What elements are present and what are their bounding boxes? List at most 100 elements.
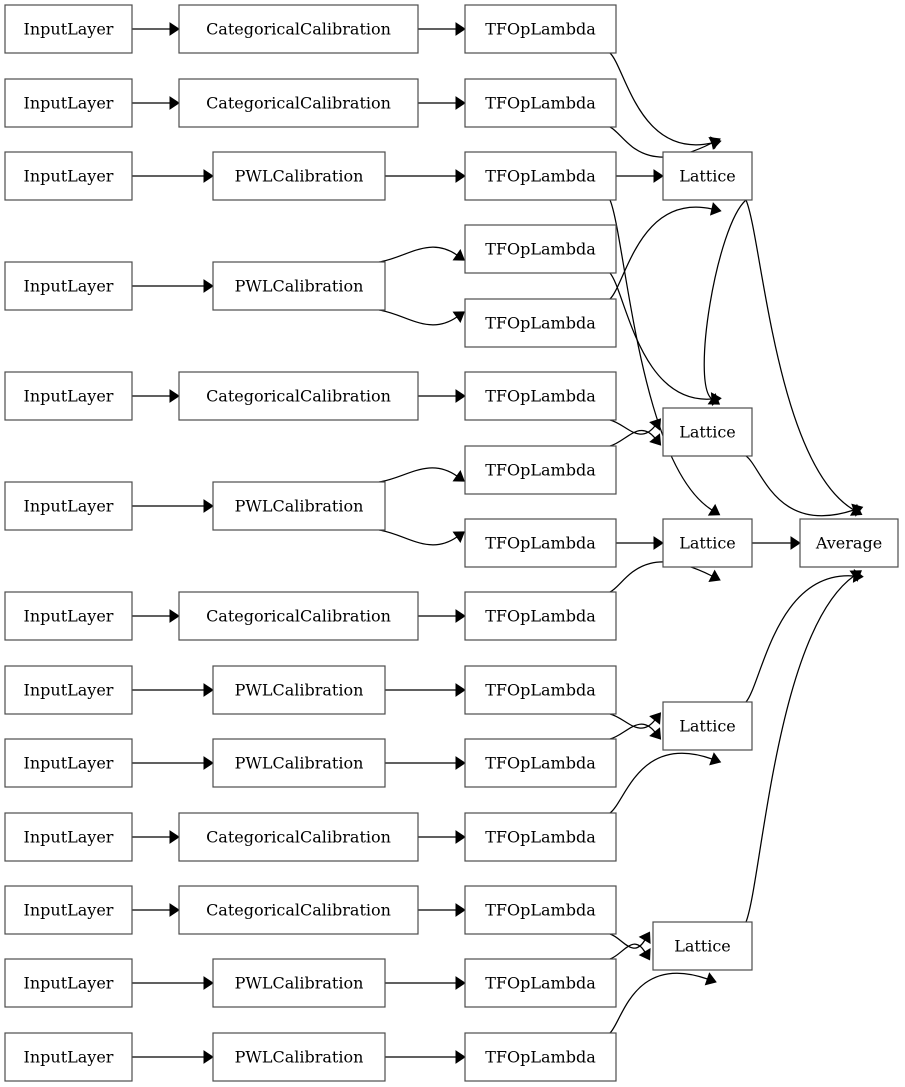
node-categorical-calibration-cal7[interactable]: CategoricalCalibration	[178, 591, 419, 641]
node-categorical-calibration-cal10[interactable]: CategoricalCalibration	[178, 812, 419, 862]
node-tfop-lambda-op7[interactable]: TFOpLambda	[464, 445, 617, 495]
node-tfop-lambda-op10[interactable]: TFOpLambda	[464, 665, 617, 715]
node-pwlcalibration-cal8[interactable]: PWLCalibration	[212, 665, 386, 715]
node-label: CategoricalCalibration	[206, 94, 391, 113]
node-input-layer-in11[interactable]: InputLayer	[4, 885, 133, 935]
arrowhead-icon	[452, 470, 465, 482]
edge-op12-to-lat4	[609, 752, 722, 814]
node-categorical-calibration-cal5[interactable]: CategoricalCalibration	[178, 371, 419, 421]
node-input-layer-in6[interactable]: InputLayer	[4, 481, 133, 531]
node-input-layer-in9[interactable]: InputLayer	[4, 738, 133, 788]
node-box	[464, 298, 617, 348]
edge-op5-to-lat1	[609, 202, 722, 300]
node-box	[662, 701, 753, 751]
node-tfop-lambda-op2[interactable]: TFOpLambda	[464, 78, 617, 128]
node-tfop-lambda-op8[interactable]: TFOpLambda	[464, 518, 617, 568]
node-lattice-lat4[interactable]: Lattice	[662, 701, 753, 751]
node-categorical-calibration-cal11[interactable]: CategoricalCalibration	[178, 885, 419, 935]
node-average-avg[interactable]: Average	[799, 518, 899, 568]
node-input-layer-in4[interactable]: InputLayer	[4, 261, 133, 311]
node-input-layer-in7[interactable]: InputLayer	[4, 591, 133, 641]
node-lattice-lat3[interactable]: Lattice	[662, 518, 753, 568]
node-tfop-lambda-op6[interactable]: TFOpLambda	[464, 371, 617, 421]
node-label: CategoricalCalibration	[206, 20, 391, 39]
node-label: PWLCalibration	[235, 497, 364, 516]
node-pwlcalibration-cal12[interactable]: PWLCalibration	[212, 958, 386, 1008]
node-tfop-lambda-op13[interactable]: TFOpLambda	[464, 885, 617, 935]
arrowhead-icon	[455, 22, 466, 36]
arrowhead-icon	[851, 503, 864, 517]
node-pwlcalibration-cal13[interactable]: PWLCalibration	[212, 1032, 386, 1082]
node-box	[4, 78, 133, 128]
edge-in2-to-cal2	[132, 96, 180, 110]
arrowhead-icon	[455, 756, 466, 770]
node-tfop-lambda-op5[interactable]: TFOpLambda	[464, 298, 617, 348]
node-input-layer-in8[interactable]: InputLayer	[4, 665, 133, 715]
node-box	[4, 591, 133, 641]
node-pwlcalibration-cal4[interactable]: PWLCalibration	[212, 261, 386, 311]
arrowhead-icon	[452, 531, 466, 543]
arrowhead-icon	[169, 22, 180, 36]
node-categorical-calibration-cal1[interactable]: CategoricalCalibration	[178, 4, 419, 54]
node-pwlcalibration-cal9[interactable]: PWLCalibration	[212, 738, 386, 788]
node-box	[464, 665, 617, 715]
edge-in11-to-cal11	[132, 903, 180, 917]
node-box	[4, 481, 133, 531]
node-box	[212, 481, 386, 531]
edge-in1-to-cal1	[132, 22, 180, 36]
node-tfop-lambda-op1[interactable]: TFOpLambda	[464, 4, 617, 54]
edge-in3-to-cal3	[132, 169, 214, 183]
node-label: Lattice	[679, 717, 736, 736]
edge-cal6-to-op8	[378, 529, 466, 546]
node-categorical-calibration-cal2[interactable]: CategoricalCalibration	[178, 78, 419, 128]
node-box	[464, 445, 617, 495]
node-box	[464, 78, 617, 128]
node-label: TFOpLambda	[485, 94, 596, 113]
node-tfop-lambda-op12[interactable]: TFOpLambda	[464, 812, 617, 862]
node-box	[178, 591, 419, 641]
arrowhead-icon	[709, 752, 722, 766]
edge-lat3-to-avg	[752, 536, 801, 550]
node-label: Lattice	[679, 534, 736, 553]
node-tfop-lambda-op4[interactable]: TFOpLambda	[464, 224, 617, 274]
arrowhead-icon	[707, 503, 721, 516]
node-pwlcalibration-cal6[interactable]: PWLCalibration	[212, 481, 386, 531]
edge-cal9-to-op11	[385, 756, 466, 770]
node-tfop-lambda-op11[interactable]: TFOpLambda	[464, 738, 617, 788]
node-box	[464, 738, 617, 788]
node-tfop-lambda-op9[interactable]: TFOpLambda	[464, 591, 617, 641]
arrowhead-icon	[708, 569, 721, 582]
node-input-layer-in13[interactable]: InputLayer	[4, 1032, 133, 1082]
node-label: TFOpLambda	[485, 461, 596, 480]
node-input-layer-in5[interactable]: InputLayer	[4, 371, 133, 421]
node-label: InputLayer	[24, 20, 114, 39]
node-input-layer-in3[interactable]: InputLayer	[4, 151, 133, 201]
edge-layer	[132, 22, 864, 1064]
node-box	[464, 224, 617, 274]
node-input-layer-in12[interactable]: InputLayer	[4, 958, 133, 1008]
node-pwlcalibration-cal3[interactable]: PWLCalibration	[212, 151, 386, 201]
node-box	[464, 1032, 617, 1082]
edge-in9-to-cal9	[132, 756, 214, 770]
node-input-layer-in2[interactable]: InputLayer	[4, 78, 133, 128]
node-lattice-lat1[interactable]: Lattice	[662, 151, 753, 201]
edge-cal3-to-op3	[385, 169, 466, 183]
node-tfop-lambda-op14[interactable]: TFOpLambda	[464, 958, 617, 1008]
node-lattice-lat2[interactable]: Lattice	[662, 407, 753, 457]
edge-in12-to-cal12	[132, 976, 214, 990]
node-label: TFOpLambda	[485, 974, 596, 993]
node-input-layer-in10[interactable]: InputLayer	[4, 812, 133, 862]
node-input-layer-in1[interactable]: InputLayer	[4, 4, 133, 54]
node-label: TFOpLambda	[485, 828, 596, 847]
node-box	[652, 921, 753, 971]
node-label: TFOpLambda	[485, 607, 596, 626]
node-box	[464, 812, 617, 862]
node-tfop-lambda-op15[interactable]: TFOpLambda	[464, 1032, 617, 1082]
node-label: TFOpLambda	[485, 901, 596, 920]
arrowhead-icon	[653, 169, 664, 183]
node-box	[178, 812, 419, 862]
node-box	[662, 518, 753, 568]
node-lattice-lat5[interactable]: Lattice	[652, 921, 753, 971]
node-label: InputLayer	[24, 497, 114, 516]
node-tfop-lambda-op3[interactable]: TFOpLambda	[464, 151, 617, 201]
